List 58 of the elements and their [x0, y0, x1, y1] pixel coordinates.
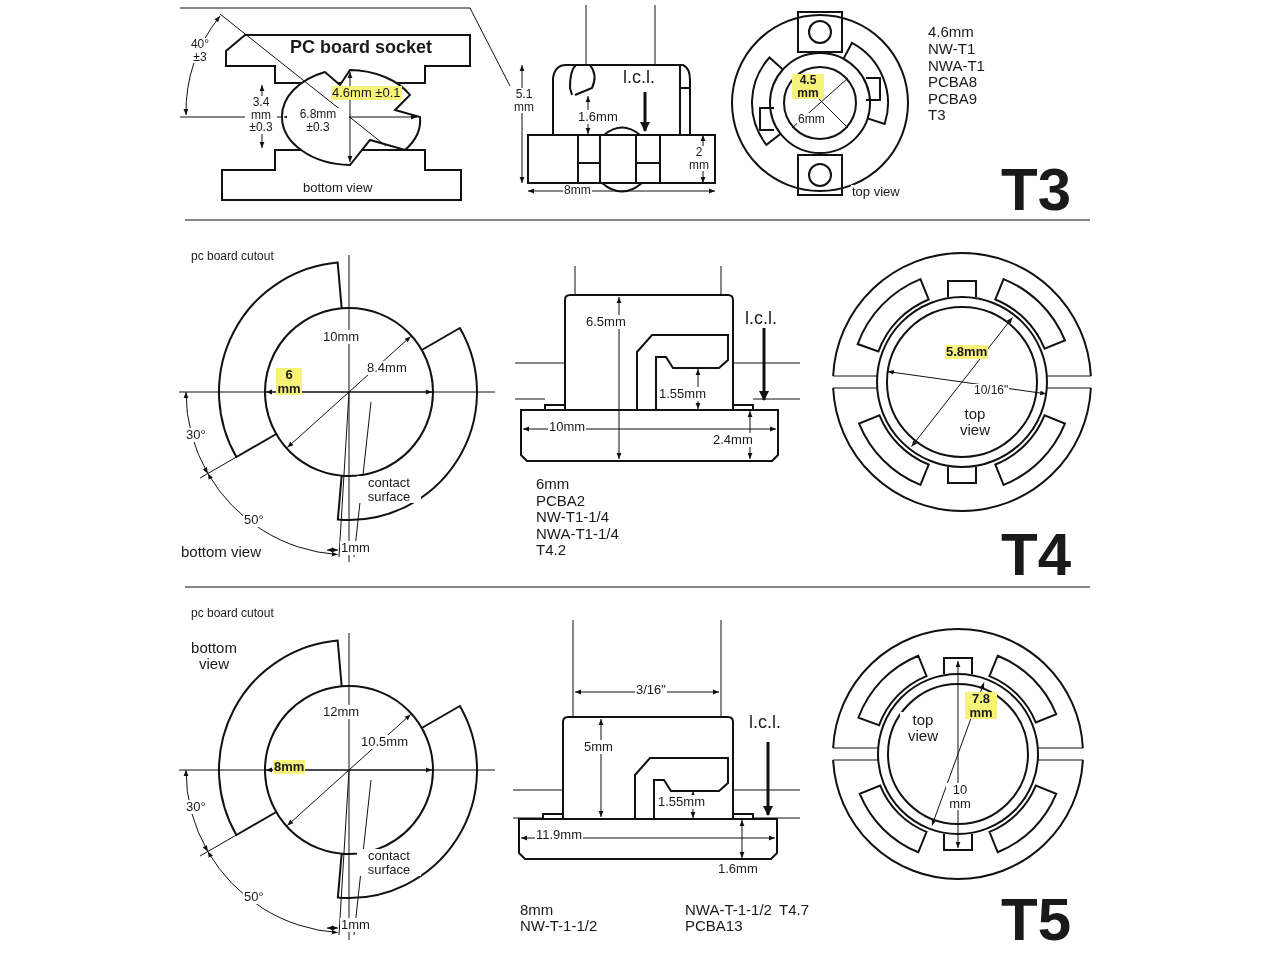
base-size-heading: T3 — [1000, 160, 1073, 220]
dimension-label: 4.6mm ±0.1 — [331, 86, 402, 100]
part-number: NW-T1-1/4 — [535, 509, 611, 525]
part-number: 6mm — [535, 476, 571, 492]
view-label: bottom view — [180, 544, 263, 560]
dimension-label: 7.8 mm — [965, 692, 997, 720]
base-size-heading: T4 — [1000, 525, 1073, 585]
note-label: contact surface — [357, 476, 421, 504]
dimension-label: 6.8mm ±0.3 — [287, 108, 349, 134]
dimension-label: 10mm — [322, 330, 361, 344]
part-number: NWA-T1 — [927, 58, 986, 74]
dimension-label: 11.9mm — [535, 828, 583, 842]
note-label: pc board cutout — [190, 250, 275, 263]
dimension-label: 6 mm — [276, 368, 302, 396]
dimension-label: 1mm — [340, 918, 371, 932]
part-number: NW-T1 — [927, 41, 977, 57]
dimension-label: 5.8mm — [945, 345, 989, 359]
part-number: T4.2 — [535, 542, 567, 558]
dimension-label: 2 mm — [686, 146, 712, 172]
part-number: T4.7 — [778, 902, 810, 918]
dimension-label: 6.5mm — [585, 315, 627, 329]
part-number: PCBA13 — [684, 918, 744, 934]
angle-label: 30° — [185, 428, 207, 442]
part-number: NWA-T1-1/4 — [535, 526, 620, 542]
dimension-label: 8mm — [273, 760, 306, 774]
dimension-label: 1.6mm — [577, 110, 619, 124]
view-label: bottom view — [302, 181, 374, 195]
dimension-label: 2.4mm — [712, 433, 754, 447]
dimension-label: 8.4mm — [366, 361, 408, 375]
dimension-label: 1.6mm — [717, 862, 759, 876]
part-number: 8mm — [519, 902, 555, 918]
angle-label: 50° — [243, 890, 265, 904]
part-number: PCBA8 — [927, 74, 979, 90]
dimension-label: 10mm — [548, 420, 587, 434]
dimension-label: 1.55mm — [657, 795, 706, 809]
dimension-label: 6mm — [797, 113, 826, 126]
dimension-label: 3.4 mm ±0.3 — [245, 96, 277, 134]
angle-label: 50° — [243, 513, 265, 527]
note-label: contact surface — [357, 849, 421, 877]
dimension-label: 8mm — [563, 184, 592, 197]
dimension-label: 1.55mm — [658, 387, 707, 401]
angle-label: 30° — [185, 800, 207, 814]
note-label: pc board cutout — [190, 607, 275, 620]
dimension-label: 1mm — [340, 541, 371, 555]
part-number: T3 — [927, 107, 947, 123]
dimension-label: 10.5mm — [360, 735, 409, 749]
dimension-label: 10/16" — [973, 384, 1010, 397]
part-number: NWA-T-1-1/2 — [684, 902, 773, 918]
dimension-label: 3/16" — [635, 683, 667, 697]
dimension-label: 4.5 mm — [792, 74, 824, 100]
base-size-heading: T5 — [1000, 890, 1073, 950]
dimension-label: 5mm — [583, 740, 614, 754]
part-number: PCBA2 — [535, 493, 587, 509]
dimension-label: 12mm — [322, 705, 361, 719]
view-label: top view — [851, 185, 901, 199]
part-number: PCBA9 — [927, 91, 979, 107]
part-number: NW-T-1-1/2 — [519, 918, 599, 934]
part-number: 4.6mm — [927, 24, 975, 40]
